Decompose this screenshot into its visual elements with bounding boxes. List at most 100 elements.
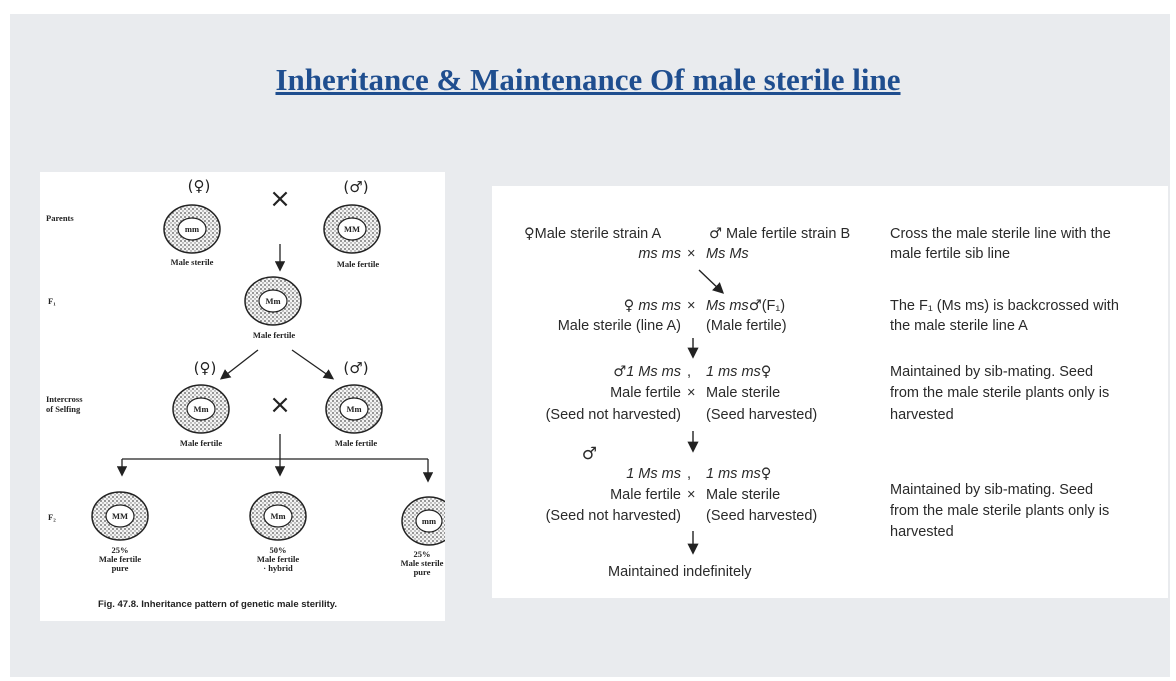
scheme-arrows [687,269,725,555]
label-selfing-left: Male fertile [179,438,223,448]
row3-note-1: Maintained by sib-mating. Seed [890,364,1094,380]
label-f2-left-1: Male fertile [98,554,142,564]
row4-comma: , [687,466,692,482]
pct-f2-middle: 50% [269,545,287,555]
row3-left-b: Male fertile [610,385,681,401]
label-f2-middle-2: · hybrid [263,563,293,573]
male-symbol: ♂ [748,298,762,314]
slide-title: Inheritance & Maintenance Of male steril… [275,62,901,97]
cell-f1 [244,276,302,326]
figure-caption: Fig. 47.8. Inheritance pattern of geneti… [98,599,337,610]
pct-f2-left: 25% [111,545,129,555]
row2-left-a-text: ms ms [638,298,681,314]
label-f2-right-1: Male sterile [400,558,444,568]
row2-right-a-suffix: (F₁) [761,298,786,314]
row2-note-1: The F₁ (Ms ms) is backcrossed with [890,298,1119,314]
row4-note-1: Maintained by sib-mating. Seed [890,482,1094,498]
female-symbol-parent: (♀) [187,177,211,195]
figure-drawing [91,204,445,546]
genotype-selfing-right: Mm [346,404,362,414]
label-selfing-right: Male fertile [334,438,378,448]
row4-note-2: from the male sterile plants only is [890,503,1110,519]
male-symbol: ♂ [613,364,627,380]
cell-f2-hybrid [249,491,307,541]
row2-right-b: (Male fertile) [706,318,787,334]
genotype-parent-female: mm [184,224,200,234]
row3-cross: × [687,385,696,401]
row3-right-b: Male sterile [706,385,781,401]
row4-right-a-text: 1 ms ms [706,466,761,482]
arrow-f1-to-right [291,349,335,380]
inheritance-pattern-figure: Parents F₁ Intercross of Selfing F₂ (♀) … [40,172,445,621]
pct-f2-right: 25% [413,549,431,559]
row-label-parents: Parents [46,213,74,223]
row-label-f2: F₂ [48,512,56,522]
female-symbol-selfing: (♀) [193,359,217,377]
row3-left-c: (Seed not harvested) [545,407,681,423]
row2-note-2: the male sterile line A [890,318,1028,334]
male-symbol-parent: (♂) [343,178,369,196]
female-symbol: ♀ [623,298,635,314]
row-label-selfing: of Selfing [46,404,81,414]
female-symbol: ♀ [760,466,772,482]
cell-parent-female [163,204,221,254]
genotype-parent-male: MM [343,224,361,234]
row3-right-a-text: 1 ms ms [706,364,761,380]
row-label-f1: F₁ [48,296,56,306]
row2-right-a: Ms ms♂(F₁) [706,298,785,314]
label-f2-middle-1: Male fertile [256,554,300,564]
label-parent-male: Male fertile [336,259,380,269]
row1-note-2: male fertile sib line [890,246,1011,262]
male-symbol-selfing: (♂) [343,359,369,377]
cross-symbol-parents: × [269,184,291,214]
row4-cross: × [687,487,696,503]
row3-note-3: harvested [890,407,954,423]
row2-right-a-text: Ms ms [706,298,749,314]
row3-right-a: 1 ms ms♀ [706,364,771,380]
arrow-row1-to-row2 [698,269,725,294]
genotype-f1: Mm [265,296,281,306]
row2-left-b: Male sterile (line A) [557,318,681,334]
genotype-f2-middle: Mm [270,511,286,521]
label-f1: Male fertile [252,330,296,340]
row1-cross: × [687,246,696,262]
female-symbol: ♀ [524,226,535,242]
row4-left-b: Male fertile [610,487,681,503]
female-symbol: ♀ [760,364,772,380]
row3-comma: , [687,364,692,380]
footer-maintained-indefinitely: Maintained indefinitely [608,564,752,580]
cell-selfing-right [325,384,383,434]
row4-left-c: (Seed not harvested) [545,508,681,524]
row2-left-a: ♀ ms ms [624,298,681,314]
row1-right-a: ♂ Male fertile strain B [709,226,850,242]
row1-note-1: Cross the male sterile line with the [890,226,1111,242]
row3-left-a: ♂1 Ms ms [613,364,681,380]
cell-f2-sterile [401,496,445,546]
cell-selfing-left [172,384,230,434]
row1-left-b: ms ms [638,246,681,262]
arrow-f1-to-left [219,349,259,380]
row4-left-a: 1 Ms ms [626,466,681,482]
cross-symbol-selfing: × [269,390,291,420]
row1-right-a-text: Male fertile strain B [726,226,851,242]
row4-right-b: Male sterile [706,487,781,503]
row3-right-c: (Seed harvested) [706,407,818,423]
row2-cross: × [687,298,696,314]
cell-f2-mm-pure [91,491,149,541]
cell-parent-male [323,204,381,254]
row3-note-2: from the male sterile plants only is [890,385,1110,401]
row4-right-a: 1 ms ms♀ [706,466,771,482]
male-symbol: ♂ [709,226,722,242]
row4-note-3: harvested [890,524,954,540]
genotype-selfing-left: Mm [193,404,209,414]
row3-left-a-text: 1 Ms ms [626,364,681,380]
row1-right-b: Ms Ms [706,246,749,262]
label-f2-left-2: pure [111,563,129,573]
row1-left-a: ♀Male sterile strain A [524,226,661,242]
genotype-f2-left: MM [111,511,129,521]
row4-male-symbol: ♂ [581,444,597,464]
row-label-intercross: Intercross [46,394,83,404]
row1-left-a-text: Male sterile strain A [534,226,662,242]
maintenance-scheme-table: ♀Male sterile strain A ms ms × ♂ Male fe… [492,186,1168,598]
label-f2-right-2: pure [413,567,431,577]
